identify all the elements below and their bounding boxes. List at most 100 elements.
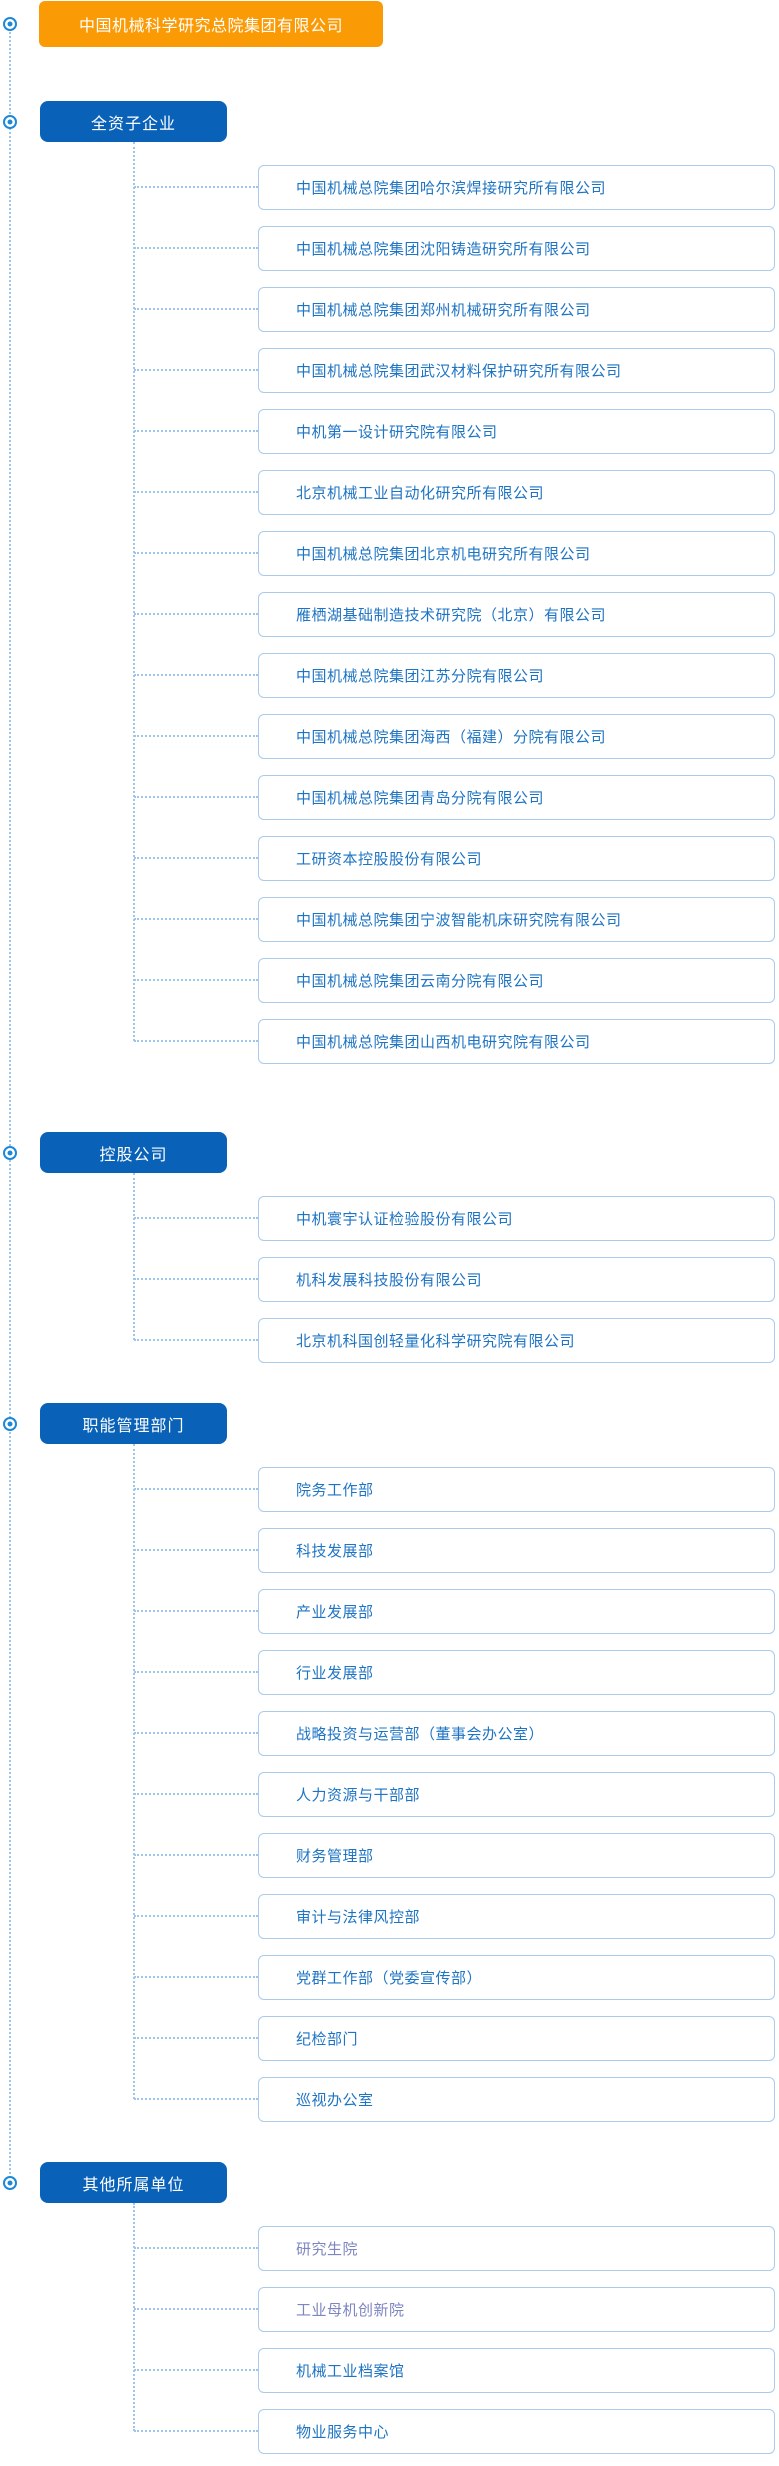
connector-line	[134, 1040, 258, 1042]
org-item-label: 产业发展部	[296, 1604, 374, 1621]
org-item[interactable]: 纪检部门	[258, 2016, 775, 2061]
org-item-label: 财务管理部	[296, 1848, 374, 1865]
connector-line	[134, 247, 258, 249]
org-item-label: 中国机械总院集团山西机电研究院有限公司	[296, 1034, 591, 1051]
org-item[interactable]: 中机寰宇认证检验股份有限公司	[258, 1196, 775, 1241]
connector-line	[134, 1488, 258, 1490]
connector-line	[134, 1854, 258, 1856]
connector-line	[134, 1549, 258, 1551]
org-item[interactable]: 中机第一设计研究院有限公司	[258, 409, 775, 454]
org-item[interactable]: 机科发展科技股份有限公司	[258, 1257, 775, 1302]
root-node-label: 中国机械科学研究总院集团有限公司	[78, 18, 343, 35]
org-item[interactable]: 工研资本控股股份有限公司	[258, 836, 775, 881]
category-node[interactable]: 全资子企业	[40, 101, 227, 142]
category-node[interactable]: 控股公司	[40, 1132, 227, 1173]
org-item-row: 雁栖湖基础制造技术研究院（北京）有限公司	[0, 592, 779, 637]
org-item[interactable]: 行业发展部	[258, 1650, 775, 1695]
org-item[interactable]: 雁栖湖基础制造技术研究院（北京）有限公司	[258, 592, 775, 637]
connector-line	[134, 1278, 258, 1280]
org-item[interactable]: 北京机械工业自动化研究所有限公司	[258, 470, 775, 515]
org-item[interactable]: 北京机科国创轻量化科学研究院有限公司	[258, 1318, 775, 1363]
connector-line	[134, 2369, 258, 2371]
category-label: 其他所属单位	[82, 2176, 185, 2194]
connector-line	[134, 2098, 258, 2100]
org-item[interactable]: 中国机械总院集团云南分院有限公司	[258, 958, 775, 1003]
org-item-label: 纪检部门	[296, 2031, 359, 2048]
connector-line	[134, 2308, 258, 2310]
org-item-label: 巡视办公室	[296, 2092, 374, 2109]
connector-line	[134, 735, 258, 737]
connector-line	[134, 1671, 258, 1673]
root-node[interactable]: 中国机械科学研究总院集团有限公司	[39, 1, 383, 47]
org-item-row: 巡视办公室	[0, 2077, 779, 2122]
connector-line	[134, 2247, 258, 2249]
connector-line	[134, 1915, 258, 1917]
org-item-label: 工业母机创新院	[296, 2302, 405, 2319]
node-bullet-icon	[3, 17, 17, 31]
org-item[interactable]: 物业服务中心	[258, 2409, 775, 2454]
node-bullet-icon	[3, 1416, 17, 1431]
org-item[interactable]: 中国机械总院集团沈阳铸造研究所有限公司	[258, 226, 775, 271]
org-item[interactable]: 工业母机创新院	[258, 2287, 775, 2332]
org-item[interactable]: 审计与法律风控部	[258, 1894, 775, 1939]
org-item-label: 雁栖湖基础制造技术研究院（北京）有限公司	[296, 607, 607, 624]
connector-line	[134, 1976, 258, 1978]
org-item-row: 财务管理部	[0, 1833, 779, 1878]
org-item[interactable]: 机械工业档案馆	[258, 2348, 775, 2393]
org-item-label: 中国机械总院集团哈尔滨焊接研究所有限公司	[296, 180, 607, 197]
org-item-label: 战略投资与运营部（董事会办公室）	[296, 1726, 545, 1743]
org-item[interactable]: 研究生院	[258, 2226, 775, 2271]
org-item[interactable]: 中国机械总院集团宁波智能机床研究院有限公司	[258, 897, 775, 942]
org-item[interactable]: 中国机械总院集团北京机电研究所有限公司	[258, 531, 775, 576]
org-item[interactable]: 中国机械总院集团江苏分院有限公司	[258, 653, 775, 698]
org-item[interactable]: 科技发展部	[258, 1528, 775, 1573]
connector-line	[134, 491, 258, 493]
category-row: 职能管理部门	[0, 1403, 779, 1444]
org-item[interactable]: 财务管理部	[258, 1833, 775, 1878]
org-item-row: 中国机械总院集团山西机电研究院有限公司	[0, 1019, 779, 1064]
org-item-row: 中国机械总院集团哈尔滨焊接研究所有限公司	[0, 165, 779, 210]
org-item-label: 中国机械总院集团青岛分院有限公司	[296, 790, 545, 807]
org-item-label: 中国机械总院集团江苏分院有限公司	[296, 668, 545, 685]
org-item-row: 机械工业档案馆	[0, 2348, 779, 2393]
org-item-label: 党群工作部（党委宣传部）	[296, 1970, 483, 1987]
org-item[interactable]: 中国机械总院集团武汉材料保护研究所有限公司	[258, 348, 775, 393]
org-item[interactable]: 党群工作部（党委宣传部）	[258, 1955, 775, 2000]
org-item-label: 审计与法律风控部	[296, 1909, 421, 1926]
org-item[interactable]: 产业发展部	[258, 1589, 775, 1634]
connector-line	[134, 186, 258, 188]
org-item[interactable]: 中国机械总院集团海西（福建）分院有限公司	[258, 714, 775, 759]
org-item-label: 院务工作部	[296, 1482, 374, 1499]
connector-line	[134, 2037, 258, 2039]
org-item[interactable]: 巡视办公室	[258, 2077, 775, 2122]
org-item[interactable]: 中国机械总院集团青岛分院有限公司	[258, 775, 775, 820]
org-item-row: 中国机械总院集团郑州机械研究所有限公司	[0, 287, 779, 332]
org-item[interactable]: 院务工作部	[258, 1467, 775, 1512]
org-item-row: 科技发展部	[0, 1528, 779, 1573]
org-item-label: 中机第一设计研究院有限公司	[296, 424, 498, 441]
category-node[interactable]: 其他所属单位	[40, 2162, 227, 2203]
org-item[interactable]: 中国机械总院集团哈尔滨焊接研究所有限公司	[258, 165, 775, 210]
org-item[interactable]: 人力资源与干部部	[258, 1772, 775, 1817]
org-item-row: 中国机械总院集团沈阳铸造研究所有限公司	[0, 226, 779, 271]
category-row: 控股公司	[0, 1132, 779, 1173]
connector-line	[134, 1793, 258, 1795]
category-row: 其他所属单位	[0, 2162, 779, 2203]
org-item-label: 北京机械工业自动化研究所有限公司	[296, 485, 545, 502]
org-item-label: 科技发展部	[296, 1543, 374, 1560]
org-item-label: 机科发展科技股份有限公司	[296, 1272, 483, 1289]
category-node[interactable]: 职能管理部门	[40, 1403, 227, 1444]
org-item[interactable]: 中国机械总院集团郑州机械研究所有限公司	[258, 287, 775, 332]
org-item[interactable]: 战略投资与运营部（董事会办公室）	[258, 1711, 775, 1756]
connector-line	[134, 308, 258, 310]
org-item-label: 中国机械总院集团宁波智能机床研究院有限公司	[296, 912, 622, 929]
category-label: 全资子企业	[90, 115, 176, 133]
org-item-label: 中国机械总院集团海西（福建）分院有限公司	[296, 729, 607, 746]
org-item-label: 中国机械总院集团云南分院有限公司	[296, 973, 545, 990]
org-item-label: 机械工业档案馆	[296, 2363, 405, 2380]
org-item[interactable]: 中国机械总院集团山西机电研究院有限公司	[258, 1019, 775, 1064]
org-item-row: 北京机科国创轻量化科学研究院有限公司	[0, 1318, 779, 1363]
connector-line	[134, 1217, 258, 1219]
org-item-label: 物业服务中心	[296, 2424, 390, 2441]
